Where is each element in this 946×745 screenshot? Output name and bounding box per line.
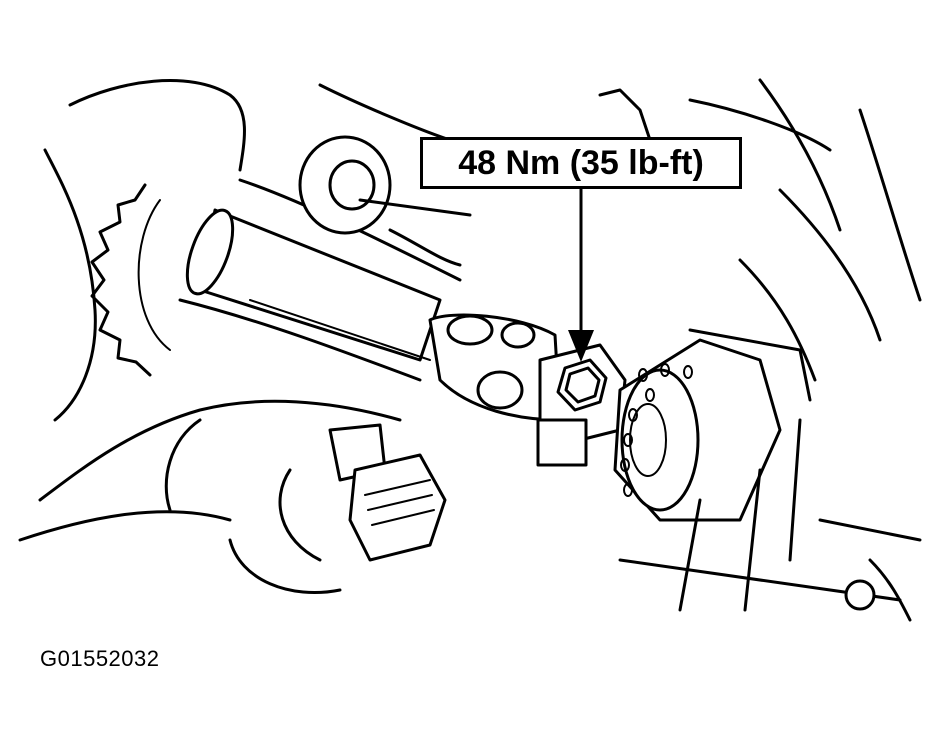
- torque-spec-label: 48 Nm (35 lb-ft): [458, 143, 704, 182]
- pinch-bolt: [556, 358, 608, 412]
- spline-gear: [90, 183, 171, 377]
- steering-wheel-outline: [18, 79, 402, 542]
- lower-right-structure: [618, 518, 922, 622]
- torque-callout: 48 Nm (35 lb-ft): [420, 137, 742, 189]
- callout-arrow: [568, 189, 594, 362]
- tone-ring: [620, 363, 693, 497]
- mount-boss: [298, 135, 472, 267]
- electrical-connector: [164, 418, 447, 595]
- figure-id-label: G01552032: [40, 646, 160, 671]
- steering-column-tube: [178, 178, 462, 382]
- upper-trim-lines: [318, 78, 922, 382]
- universal-joint: [428, 313, 627, 467]
- steering-gear-assembly: [613, 328, 812, 612]
